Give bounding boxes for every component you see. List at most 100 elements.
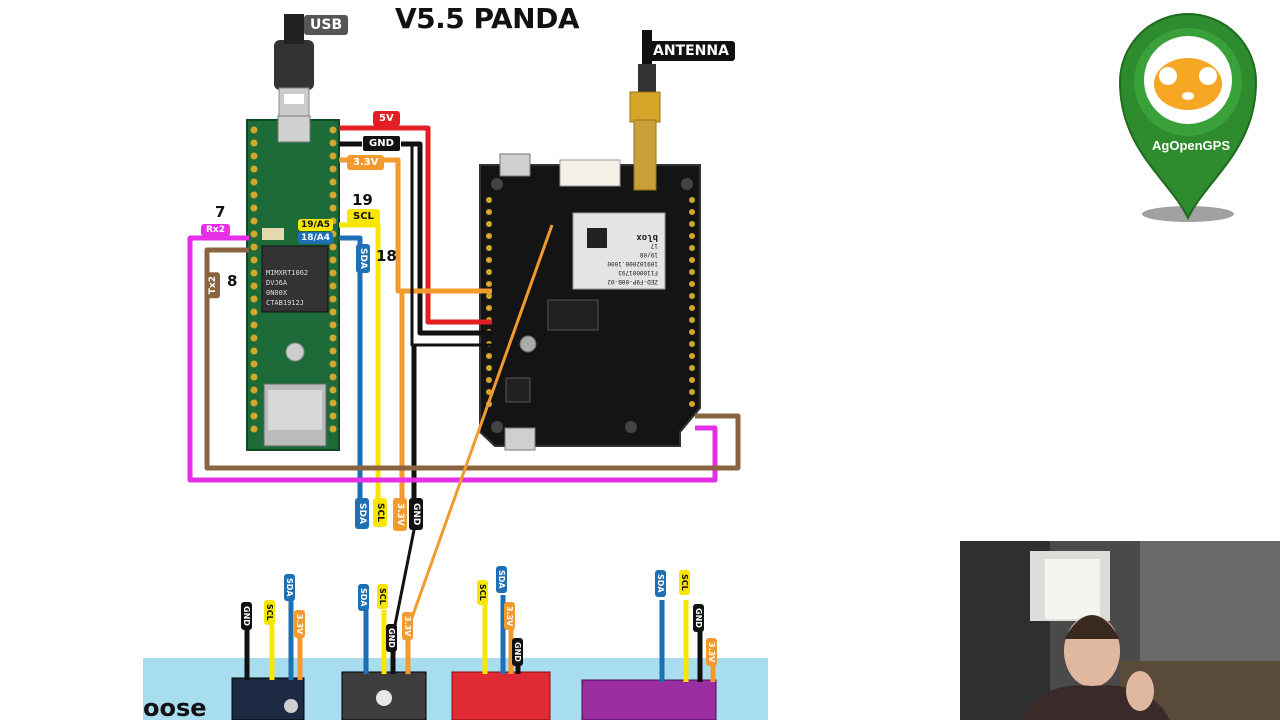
teensy-pin <box>250 139 258 147</box>
sensor-boards <box>231 671 717 721</box>
teensy-chip-text: MIMXRT1062 DVJ6A 0N00X CTAB1912J <box>266 268 326 308</box>
gps-pin <box>486 269 492 275</box>
bottom-tag-gnd: GND <box>409 498 423 531</box>
gps-pin <box>689 401 695 407</box>
gps-pin <box>689 389 695 395</box>
wire-sda <box>339 235 363 500</box>
teensy-pin <box>329 295 337 303</box>
bottom-left-text: oose <box>143 694 207 722</box>
sensor3-gnd: GND <box>512 638 523 666</box>
gps-pin <box>689 317 695 323</box>
gps-pin <box>486 245 492 251</box>
teensy-pin <box>250 399 258 407</box>
sensor4-sda: SDA <box>655 570 666 597</box>
teensy-pin <box>329 399 337 407</box>
sensor2-scl: SCL <box>377 584 388 609</box>
gps-pin <box>689 353 695 359</box>
webcam-video <box>960 541 1280 720</box>
pin-number-19: 19 <box>352 191 373 209</box>
wires <box>187 125 741 641</box>
bottom-tag-3v3: 3.3V <box>393 498 407 531</box>
gps-pin-rows <box>486 197 695 407</box>
bottom-tag-sda: SDA <box>355 498 369 529</box>
label-5v: 5V <box>373 111 400 126</box>
gps-pin <box>689 341 695 347</box>
teensy-pin <box>329 282 337 290</box>
gps-pin <box>486 377 492 383</box>
sensor-leads <box>244 595 716 682</box>
label-scl: SCL <box>347 209 380 224</box>
teensy-pin <box>250 360 258 368</box>
gps-pin <box>689 221 695 227</box>
label-19a5: 19/A5 <box>298 219 334 231</box>
teensy-pin-rows <box>250 126 337 433</box>
sensor4-scl: SCL <box>679 570 690 595</box>
sensor-board-3 <box>451 671 551 721</box>
gps-pin <box>689 305 695 311</box>
gps-board <box>479 153 701 451</box>
gps-pin <box>689 281 695 287</box>
gps-pin <box>486 257 492 263</box>
label-3v3: 3.3V <box>347 155 385 170</box>
pin-number-18: 18 <box>376 247 397 265</box>
wire-gps-diagonal <box>402 224 554 641</box>
gps-pin <box>689 233 695 239</box>
teensy-pin <box>250 269 258 277</box>
gps-pin <box>486 293 492 299</box>
teensy-pin <box>329 412 337 420</box>
diagram-title: V5.5 PANDA <box>395 2 580 35</box>
gps-module-text: ZED-F9P-00B-02 F1100001793 109102000.100… <box>568 232 658 286</box>
agopengps-logo <box>1118 13 1258 222</box>
gps-line: 19/08 <box>639 251 658 258</box>
gps-pin <box>486 305 492 311</box>
teensy-pin <box>329 334 337 342</box>
teensy-pin <box>250 321 258 329</box>
teensy-pin <box>250 295 258 303</box>
teensy-pin <box>250 178 258 186</box>
teensy-pin <box>250 256 258 264</box>
sensor3-sda: SDA <box>496 566 507 593</box>
teensy-pin <box>329 243 337 251</box>
antenna-label: ANTENNA <box>647 41 735 61</box>
gps-pin <box>689 209 695 215</box>
gps-line: 109102000.1000 <box>607 260 658 267</box>
teensy-pin <box>329 373 337 381</box>
gps-pin <box>486 353 492 359</box>
chip-line: DVJ6A <box>266 279 288 287</box>
chip-line: MIMXRT1062 <box>266 269 309 277</box>
teensy-pin <box>250 425 258 433</box>
gps-brand: blox <box>636 232 658 242</box>
sensor4-gnd: GND <box>693 604 704 632</box>
gps-line: 17 <box>650 242 658 249</box>
teensy-pin <box>329 152 337 160</box>
gps-pin <box>486 209 492 215</box>
teensy-pin <box>250 412 258 420</box>
sensor3-scl: SCL <box>477 580 488 605</box>
gps-pin <box>486 281 492 287</box>
teensy-pin <box>250 217 258 225</box>
sensor1-sda: SDA <box>284 574 295 601</box>
gps-pin <box>689 329 695 335</box>
teensy-pin <box>250 243 258 251</box>
teensy-pin <box>329 139 337 147</box>
wire-rx2 <box>187 235 718 483</box>
teensy-pin <box>250 282 258 290</box>
sensor3-3v3: 3.3V <box>504 602 515 631</box>
gps-pin <box>486 197 492 203</box>
usb-cable <box>274 14 314 117</box>
gps-pin <box>689 269 695 275</box>
wire-scl <box>339 222 381 500</box>
logo-text: AgOpenGPS <box>1152 138 1231 153</box>
teensy-pin <box>329 360 337 368</box>
sensor2-gnd: GND <box>386 624 397 652</box>
teensy-pin <box>329 269 337 277</box>
teensy-pin <box>250 165 258 173</box>
gps-pin <box>689 245 695 251</box>
teensy-pin <box>250 191 258 199</box>
pin-number-8: 8 <box>227 272 238 290</box>
gps-pin <box>689 257 695 263</box>
teensy-pin <box>250 308 258 316</box>
teensy-pin <box>329 191 337 199</box>
